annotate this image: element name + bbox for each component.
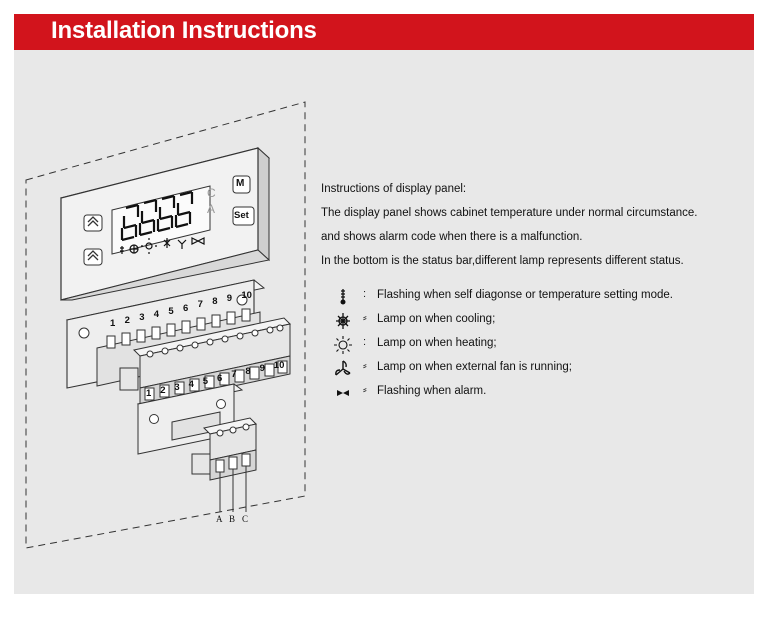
installation-diagram (25, 101, 306, 549)
fan-icon (335, 360, 351, 376)
mounting-cutout-outline (25, 101, 306, 549)
instructions-line: In the bottom is the status bar,differen… (321, 255, 684, 267)
terminal-number: 8 (212, 296, 218, 308)
panel-down-button (83, 248, 103, 266)
terminal-number: 3 (174, 381, 180, 393)
panel-up-button (83, 214, 103, 232)
display-panel (59, 146, 271, 301)
terminal-number: 7 (197, 299, 203, 311)
terminal-number: 8 (245, 366, 251, 378)
instructions-line: The display panel shows cabinet temperat… (321, 207, 698, 219)
legend-item: ⸗ Lamp on when cooling; (333, 311, 753, 331)
header-bar: Installation Instructions (14, 14, 754, 50)
terminal-number: 6 (183, 302, 189, 314)
legend-item: ⸗ Lamp on when external fan is running; (333, 359, 753, 379)
terminal-number: 9 (226, 293, 233, 305)
legend-text: Lamp on when external fan is running; (377, 361, 572, 373)
terminal-number: 5 (202, 375, 209, 387)
terminal-number: 6 (217, 372, 223, 384)
legend-text: Flashing when alarm. (377, 385, 487, 397)
terminal-number: 10 (241, 290, 252, 302)
terminal-number: 4 (153, 308, 160, 320)
terminal-number: 1 (146, 388, 152, 399)
terminal-number: 10 (273, 360, 285, 372)
thermometer-icon (340, 289, 346, 305)
bell-icon (337, 390, 349, 396)
plug-connector-upper (119, 317, 292, 407)
mode-button-label: M (236, 178, 245, 189)
legend-text: Lamp on when heating; (377, 337, 497, 349)
set-button-label: Set (234, 210, 249, 221)
segment-display (120, 190, 194, 242)
terminal-number: 2 (160, 384, 166, 396)
page-title: Installation Instructions (51, 17, 317, 44)
terminal-number: 9 (259, 363, 265, 375)
terminal-number: 2 (124, 314, 130, 326)
panel-set-button (232, 206, 255, 226)
legend-text: Lamp on when cooling; (377, 313, 496, 325)
legend-text: Flashing when self diagonse or temperatu… (377, 289, 673, 301)
legend-separator: ⸗ (363, 312, 367, 324)
legend-separator: : (363, 336, 367, 348)
terminal-number: 3 (139, 311, 145, 323)
terminal-number: 7 (231, 369, 237, 381)
sun-icon (334, 336, 352, 354)
panel-mode-button (232, 175, 251, 194)
legend-separator: ⸗ (363, 360, 367, 372)
terminal-number: 4 (188, 378, 194, 390)
instructions-line: and shows alarm code when there is a mal… (321, 231, 583, 243)
terminal-number: 1 (110, 318, 116, 329)
connector-letter: B (229, 514, 236, 524)
connector-letter: C (242, 514, 249, 524)
legend-item: : Lamp on when heating; (333, 335, 753, 355)
legend-separator: : (363, 288, 367, 300)
instructions-heading: Instructions of display panel: (321, 183, 467, 195)
unit-letter-c: C (207, 186, 216, 200)
legend-item: ⸗ Flashing when alarm. (333, 383, 753, 403)
legend-separator: ⸗ (363, 384, 367, 396)
unit-letter-a: A (207, 202, 216, 216)
snowflake-icon (336, 313, 350, 329)
plug-connector-lower (191, 417, 258, 512)
connector-letter: A (216, 514, 223, 524)
terminal-number: 5 (168, 305, 174, 317)
legend-item: : Flashing when self diagonse or tempera… (333, 287, 753, 307)
